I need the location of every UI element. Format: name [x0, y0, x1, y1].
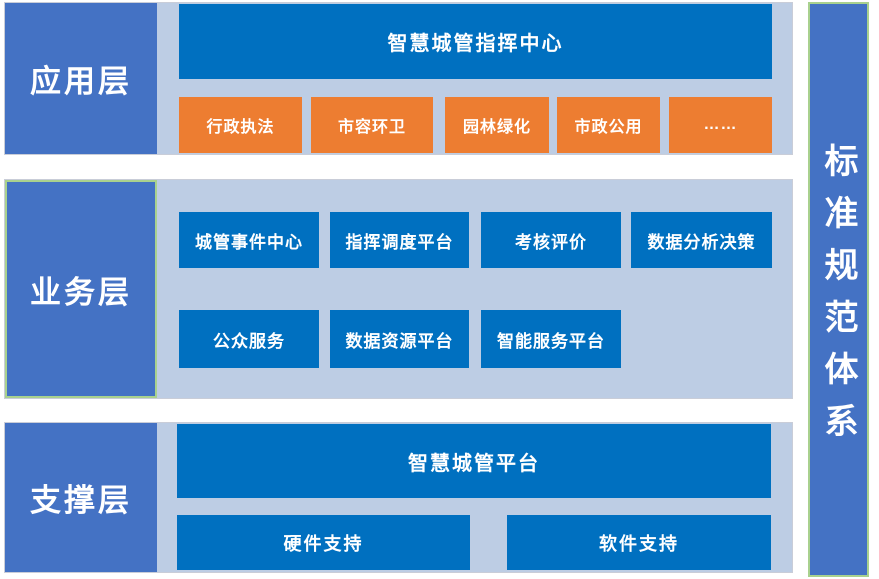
node-ellipsis: …… [669, 97, 772, 153]
node-smart-city-platform: 智慧城管平台 [177, 424, 771, 498]
standards-system-bar: 标准规范体系 [808, 2, 869, 577]
node-city-sanitation: 市容环卫 [311, 97, 433, 153]
standards-system-label: 标准规范体系 [819, 142, 857, 455]
node-data-resource-platform: 数据资源平台 [330, 310, 469, 368]
node-assessment-evaluation: 考核评价 [481, 212, 621, 268]
node-municipal-utilities: 市政公用 [557, 97, 660, 153]
application-layer-label: 应用层 [5, 3, 157, 154]
node-software-support: 软件支持 [507, 515, 771, 570]
node-hardware-support: 硬件支持 [177, 515, 470, 570]
node-event-center: 城管事件中心 [179, 212, 319, 268]
node-command-center: 智慧城管指挥中心 [179, 4, 772, 79]
business-layer-label: 业务层 [5, 180, 157, 398]
support-layer-band: 支撑层 智慧城管平台 硬件支持 软件支持 [4, 422, 793, 573]
node-landscaping: 园林绿化 [445, 97, 549, 153]
node-data-analysis-decision: 数据分析决策 [631, 212, 772, 268]
application-layer-band: 应用层 智慧城管指挥中心 行政执法 市容环卫 园林绿化 市政公用 …… [4, 2, 793, 155]
node-dispatch-platform: 指挥调度平台 [330, 212, 469, 268]
node-admin-enforcement: 行政执法 [179, 97, 302, 153]
business-layer-band: 业务层 城管事件中心 指挥调度平台 考核评价 数据分析决策 公众服务 数据资源平… [4, 179, 793, 399]
support-layer-label: 支撑层 [5, 423, 157, 572]
node-public-service: 公众服务 [179, 310, 319, 368]
node-smart-service-platform: 智能服务平台 [481, 310, 621, 368]
